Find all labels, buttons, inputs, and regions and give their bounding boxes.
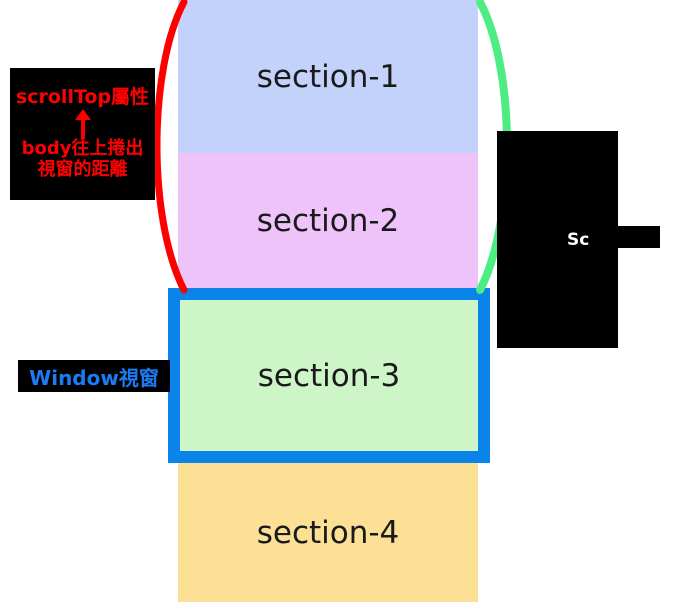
- section-1-label: section-1: [256, 58, 400, 95]
- up-arrow-icon: [14, 109, 151, 140]
- window-viewport-label: Window視窗: [18, 360, 170, 392]
- section-block-2: section-2: [178, 153, 478, 288]
- scrolltop-desc-line-1: body往上捲出: [21, 138, 144, 160]
- scrolltop-annotation: scrollTop屬性 body往上捲出 視窗的距離: [10, 68, 155, 200]
- redaction-bar: [592, 226, 660, 248]
- section-block-4: section-4: [178, 463, 478, 602]
- section-3-label: section-3: [257, 357, 401, 394]
- scrolltop-property-text: scrollTop屬性: [15, 86, 150, 109]
- right-annotation-text: Sc: [567, 230, 590, 250]
- window-label-text: Window視窗: [29, 365, 159, 390]
- window-viewport-box: section-3: [168, 288, 490, 463]
- scrolltop-desc-line-2: 視窗的距離: [37, 158, 128, 180]
- section-block-1: section-1: [178, 0, 478, 153]
- section-2-label: section-2: [256, 202, 400, 239]
- section-4-label: section-4: [256, 514, 400, 551]
